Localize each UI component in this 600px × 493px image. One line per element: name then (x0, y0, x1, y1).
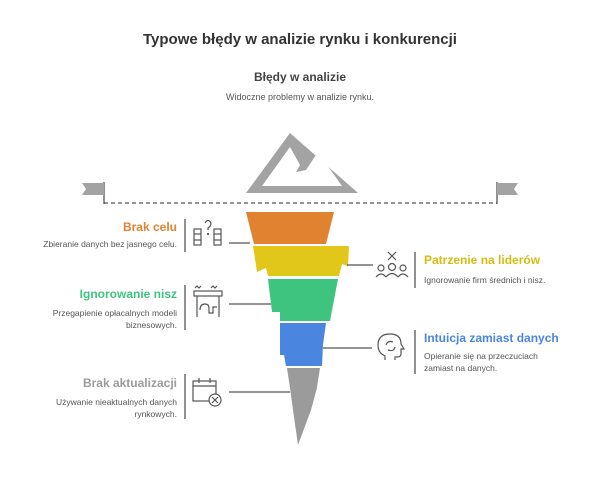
layer-orange (246, 212, 334, 244)
head-cycle-icon (377, 333, 406, 360)
item-desc-brak-aktualizacji: Używanie nieaktualnych danych rynkowych. (56, 397, 177, 419)
item-label-brak-aktualizacji: Brak aktualizacji (82, 376, 177, 390)
right-flag-icon (497, 183, 518, 195)
item-label-intuicja-zamiast-danych: Intuicja zamiast danych (424, 331, 559, 345)
item-desc-intuicja-zamiast-danych: Opieranie się na przeczuciach zamiast na… (424, 351, 538, 373)
item-desc-patrzenie-na-liderow: Ignorowanie firm średnich i nisz. (424, 275, 546, 285)
layer-gray (287, 368, 320, 445)
left-flag-icon (82, 183, 104, 195)
calendar-x-icon (192, 378, 222, 407)
item-label-patrzenie-na-liderow: Patrzenie na liderów (424, 253, 541, 267)
question-boxes-icon (193, 219, 222, 246)
item-label-ignorowanie-nisz: Ignorowanie nisz (79, 287, 177, 301)
niche-path-icon (193, 285, 223, 317)
waterline (82, 182, 518, 204)
top-description: Widoczne problemy w analizie rynku. (225, 92, 375, 102)
layer-blue (280, 323, 326, 366)
diagram-title: Typowe błędy w analizie rynku i konkuren… (143, 31, 457, 48)
layer-green (268, 279, 338, 321)
people-x-icon (375, 251, 409, 278)
item-desc-brak-celu: Zbieranie danych bez jasnego celu. (43, 239, 177, 249)
item-desc-ignorowanie-nisz: Przegapienie opłacalnych modeli biznesow… (52, 308, 177, 330)
mountain-icon (246, 133, 358, 193)
top-label: Błędy w analizie (253, 70, 347, 84)
item-label-brak-celu: Brak celu (122, 220, 177, 234)
layer-yellow (253, 246, 349, 276)
